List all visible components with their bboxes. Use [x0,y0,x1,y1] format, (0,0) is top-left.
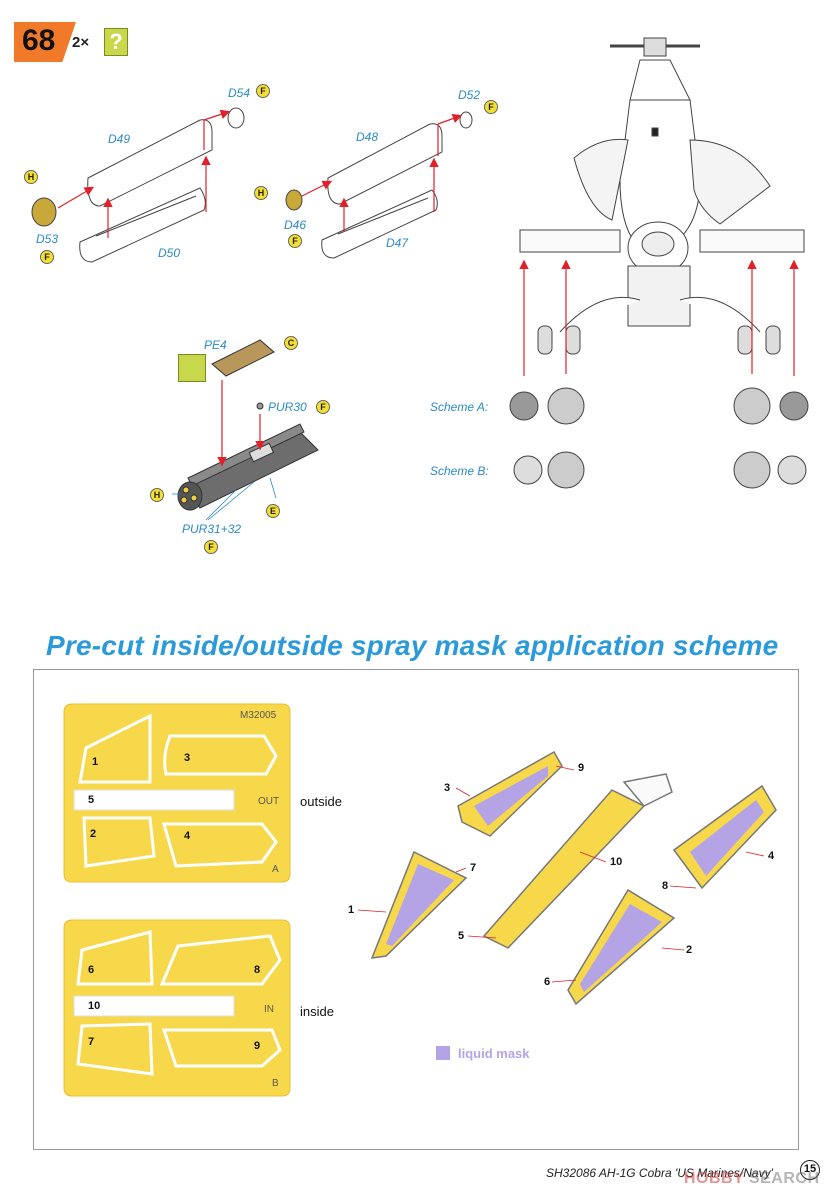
photo-etch-bend-icon [178,354,206,382]
sprue-badge-h: H [254,186,268,200]
sprue-badge-e: E [266,504,280,518]
mask-sheet-code: M32005 [240,710,277,721]
mask-scheme-frame [33,669,799,1150]
sheet-a-piece: 4 [184,830,191,842]
canopy-callout: 10 [610,856,623,868]
sheet-b-letter: B [272,1078,279,1089]
sprue-badge-f: F [204,540,218,554]
sprue-badge-f: F [288,234,302,248]
scheme-a-label: Scheme A: [430,400,489,414]
canopy-callout: 3 [444,782,451,794]
watermark: HOBBY SEARCH [684,1170,820,1188]
scheme-a-pods [509,387,809,425]
sheet-a-piece: 2 [90,828,97,840]
watermark-part1: HOBBY [684,1170,744,1187]
sheet-b-piece: 7 [88,1036,95,1048]
step-number: 68 [22,24,56,57]
part-label-pur31-32: PUR31+32 [182,522,242,536]
sheet-b-piece: 10 [88,1000,101,1012]
scheme-b-label: Scheme B: [430,464,489,478]
sheet-a-piece: 5 [88,794,95,806]
sheet-a-caption: outside [300,794,342,809]
rocket-pod-left-drawing [31,107,245,263]
scheme-b-pods [513,451,807,489]
part-label-pe4: PE4 [204,338,227,352]
part-label-pur30: PUR30 [268,400,307,414]
helicopter-front-view-drawing [519,37,805,355]
rocket-pod-right-drawing [285,111,473,259]
step-multiplier: 2× [72,34,90,51]
sprue-badge-f: F [40,250,54,264]
sprue-badge-f: F [484,100,498,114]
footer-title: SH32086 AH-1G Cobra 'US Marines/Navy' [546,1166,773,1180]
sheet-b-side-label: IN [264,1004,274,1015]
part-label-d50: D50 [158,246,181,260]
sheet-a-piece: 3 [184,752,191,764]
liquid-mask-legend: liquid mask [458,1046,530,1061]
sheet-a-side-label: OUT [258,796,280,807]
sprue-badge-f: F [316,400,330,414]
liquid-mask-swatch [436,1046,450,1060]
canopy-callout: 1 [348,904,355,916]
part-label-d53: D53 [36,232,59,246]
part-label-d49: D49 [108,132,131,146]
mask-sheet-a [63,703,291,883]
part-label-d47: D47 [386,236,409,250]
canopy-callout: 7 [470,862,477,874]
part-label-d54: D54 [228,86,251,100]
sheet-a-letter: A [272,864,279,875]
page-number: 15 [800,1160,820,1180]
part-label-d52: D52 [458,88,481,102]
canopy-callout: 6 [544,976,551,988]
canopy-masked-pieces [370,750,777,1006]
sprue-badge-c: C [284,336,298,350]
sheet-b-caption: inside [300,1004,334,1019]
canopy-callout: 8 [662,880,669,892]
part-label-d48: D48 [356,130,379,144]
sprue-badge-h: H [24,170,38,184]
mask-scheme-heading: Pre-cut inside/outside spray mask applic… [46,630,779,661]
sheet-b-piece: 9 [254,1040,261,1052]
sheet-b-piece: 8 [254,964,261,976]
optional-question-icon: ? [104,28,128,56]
sheet-a-piece: 1 [92,756,99,768]
canopy-callout: 4 [768,850,775,862]
canopy-callout: 9 [578,762,585,774]
sprue-badge-f: F [256,84,270,98]
sprue-badge-h: H [150,488,164,502]
canopy-callout: 2 [686,944,693,956]
assembly-drawings [31,37,809,521]
watermark-part2: SEARCH [744,1170,820,1187]
part-label-d46: D46 [284,218,307,232]
canopy-callout: 5 [458,930,465,942]
mask-sheet-b [63,919,291,1097]
sheet-b-piece: 6 [88,964,95,976]
